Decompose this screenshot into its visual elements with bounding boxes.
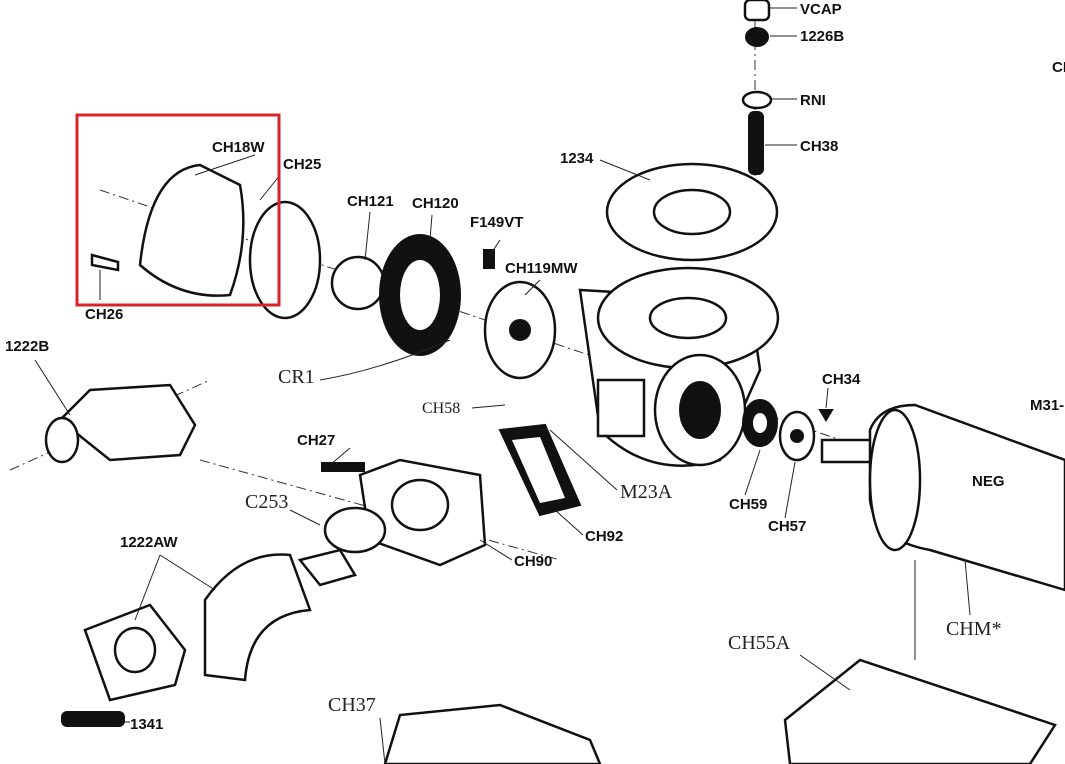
label-chm: CHM*	[946, 618, 1002, 640]
label-f149vt: F149VT	[470, 214, 523, 231]
bracket-ch55a	[783, 658, 1057, 764]
motor-chm	[820, 403, 1065, 592]
label-ch55a: CH55A	[728, 632, 791, 654]
label-ch-partial: CH	[1052, 59, 1065, 76]
label-cr1: CR1	[278, 366, 315, 388]
label-ch57: CH57	[768, 518, 806, 535]
cover-ch18w	[90, 163, 322, 320]
highlight-box	[75, 113, 281, 307]
label-ch92: CH92	[585, 528, 623, 545]
label-ch34: CH34	[822, 371, 861, 388]
gasket-ch37	[383, 703, 602, 764]
label-ch120: CH120	[412, 195, 459, 212]
label-vcap: VCAP	[800, 1, 842, 18]
label-ch38: CH38	[800, 138, 838, 155]
pump-housing	[578, 266, 780, 467]
label-ch27: CH27	[297, 432, 335, 449]
label-1222aw: 1222AW	[120, 534, 178, 551]
label-ch26: CH26	[85, 306, 123, 323]
label-1341: 1341	[130, 716, 163, 733]
label-m23a: M23A	[620, 481, 673, 503]
label-ch37: CH37	[328, 694, 376, 716]
label-m31: M31-	[1030, 397, 1064, 414]
leader-lines	[34, 7, 971, 764]
inlet-fitting-1222b	[44, 383, 197, 464]
label-ch90: CH90	[514, 553, 552, 570]
gasket-ch92	[498, 423, 582, 517]
label-1234: 1234	[560, 150, 594, 167]
port-block	[297, 458, 487, 587]
label-ch59: CH59	[729, 496, 767, 513]
label-rni: RNI	[800, 92, 826, 109]
label-1222b: 1222B	[5, 338, 49, 355]
label-1226b: 1226B	[800, 28, 844, 45]
label-ch119mw: CH119MW	[505, 260, 578, 277]
label-ch58: CH58	[422, 400, 460, 417]
label-ch18w: CH18W	[212, 139, 265, 156]
label-ch25: CH25	[283, 156, 321, 173]
label-neg: NEG	[972, 473, 1005, 490]
seal-washers	[742, 399, 834, 462]
impeller-parts	[330, 234, 557, 380]
gasket-1234	[605, 162, 779, 262]
elbow-1222aw	[83, 553, 312, 702]
valve-cap-part	[741, 0, 773, 175]
bolt-1341	[61, 711, 125, 727]
label-ch121: CH121	[347, 193, 394, 210]
label-c253: C253	[245, 491, 288, 513]
